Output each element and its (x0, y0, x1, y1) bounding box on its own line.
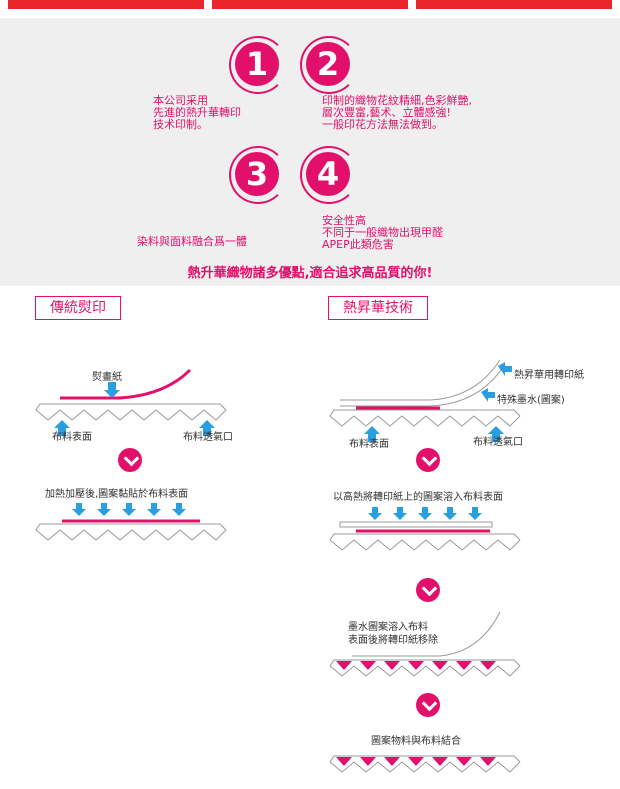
transfer-paper (340, 359, 501, 401)
feature-number-1: 1 (229, 36, 287, 94)
step-down-arrow-icon (416, 578, 440, 602)
traditional-surface-label: 布料表面 (52, 432, 92, 443)
traditional-step2-label: 加熱加壓後,圖案黏貼於布料表面 (45, 489, 189, 500)
feature-4-line: APEP此類危害 (322, 238, 394, 251)
feature-2-line: 印制的織物花紋精細,色彩鮮艷, (322, 94, 472, 107)
feature-2-line: 層次豐富,藝术、立體感強! (322, 106, 451, 119)
dyed-fabric-4 (336, 757, 496, 766)
iron-paper-label: 熨畫紙 (92, 372, 122, 383)
feature-text-1: 本公司采用 先進的熱升華轉印 技术印制。 (153, 95, 241, 131)
feature-1-line: 技术印制。 (153, 118, 208, 131)
feature-3-line: 染料與面料融合爲一體 (137, 235, 247, 248)
top-tab-3 (416, 0, 612, 9)
feature-number-4: 4 (300, 146, 358, 204)
special-ink-label: 特殊墨水(圖案) (497, 395, 565, 406)
feature-1-line: 先進的熱升華轉印 (153, 106, 241, 119)
dyed-fabric-3 (336, 661, 496, 670)
sublimation-fabric-1 (329, 409, 521, 427)
sublimation-surface-label: 布料表面 (349, 439, 389, 450)
transfer-paper-label: 熱昇華用轉印紙 (514, 370, 584, 381)
feature-text-3: 染料與面料融合爲一體 (137, 236, 247, 248)
feature-number-2: 2 (300, 36, 358, 94)
sublimation-fabric-2 (329, 521, 521, 551)
feature-1-line: 本公司采用 (153, 94, 208, 107)
step-down-arrow-icon (118, 448, 142, 472)
sublimation-fabric-3 (329, 611, 521, 677)
top-tab-2 (212, 0, 408, 9)
slogan: 熱升華織物諸多優點,適合追求高品質的你! (187, 266, 433, 281)
blue-arrows (54, 362, 512, 520)
sublimation-fabric-4 (329, 755, 521, 773)
feature-4-line: 不同于一般織物出現甲醛 (322, 226, 443, 239)
feature-text-2: 印制的織物花紋精細,色彩鮮艷, 層次豐富,藝术、立體感強! 一般印花方法無法做到… (322, 95, 472, 131)
sublimation-air-label: 布料透氣口 (473, 437, 523, 448)
sublimation-step4-label: 圖案物料與布料結合 (371, 736, 461, 747)
feature-4-line: 安全性高 (322, 214, 366, 227)
traditional-fabric-1 (35, 403, 227, 421)
sublimation-step2-label: 以高熱將轉印紙上的圖案溶入布料表面 (333, 492, 503, 503)
feature-2-line: 一般印花方法無法做到。 (322, 118, 443, 131)
sublimation-step3-line: 表面後將轉印紙移除 (348, 635, 438, 646)
traditional-air-label: 布料透氣口 (183, 432, 233, 443)
traditional-title: 傳統熨印 (35, 296, 121, 320)
traditional-fabric-2 (35, 523, 227, 541)
step-down-arrow-icon (416, 448, 440, 472)
top-tab-1 (8, 0, 204, 9)
iron-paper (60, 368, 192, 400)
sublimation-title: 熱昇華技術 (328, 296, 428, 320)
feature-number-3: 3 (229, 146, 287, 204)
step-down-arrow-icon (416, 693, 440, 717)
sublimation-step3-line: 墨水圖案溶入布料 (348, 622, 428, 633)
feature-text-4: 安全性高 不同于一般織物出現甲醛 APEP此類危害 (322, 215, 443, 251)
